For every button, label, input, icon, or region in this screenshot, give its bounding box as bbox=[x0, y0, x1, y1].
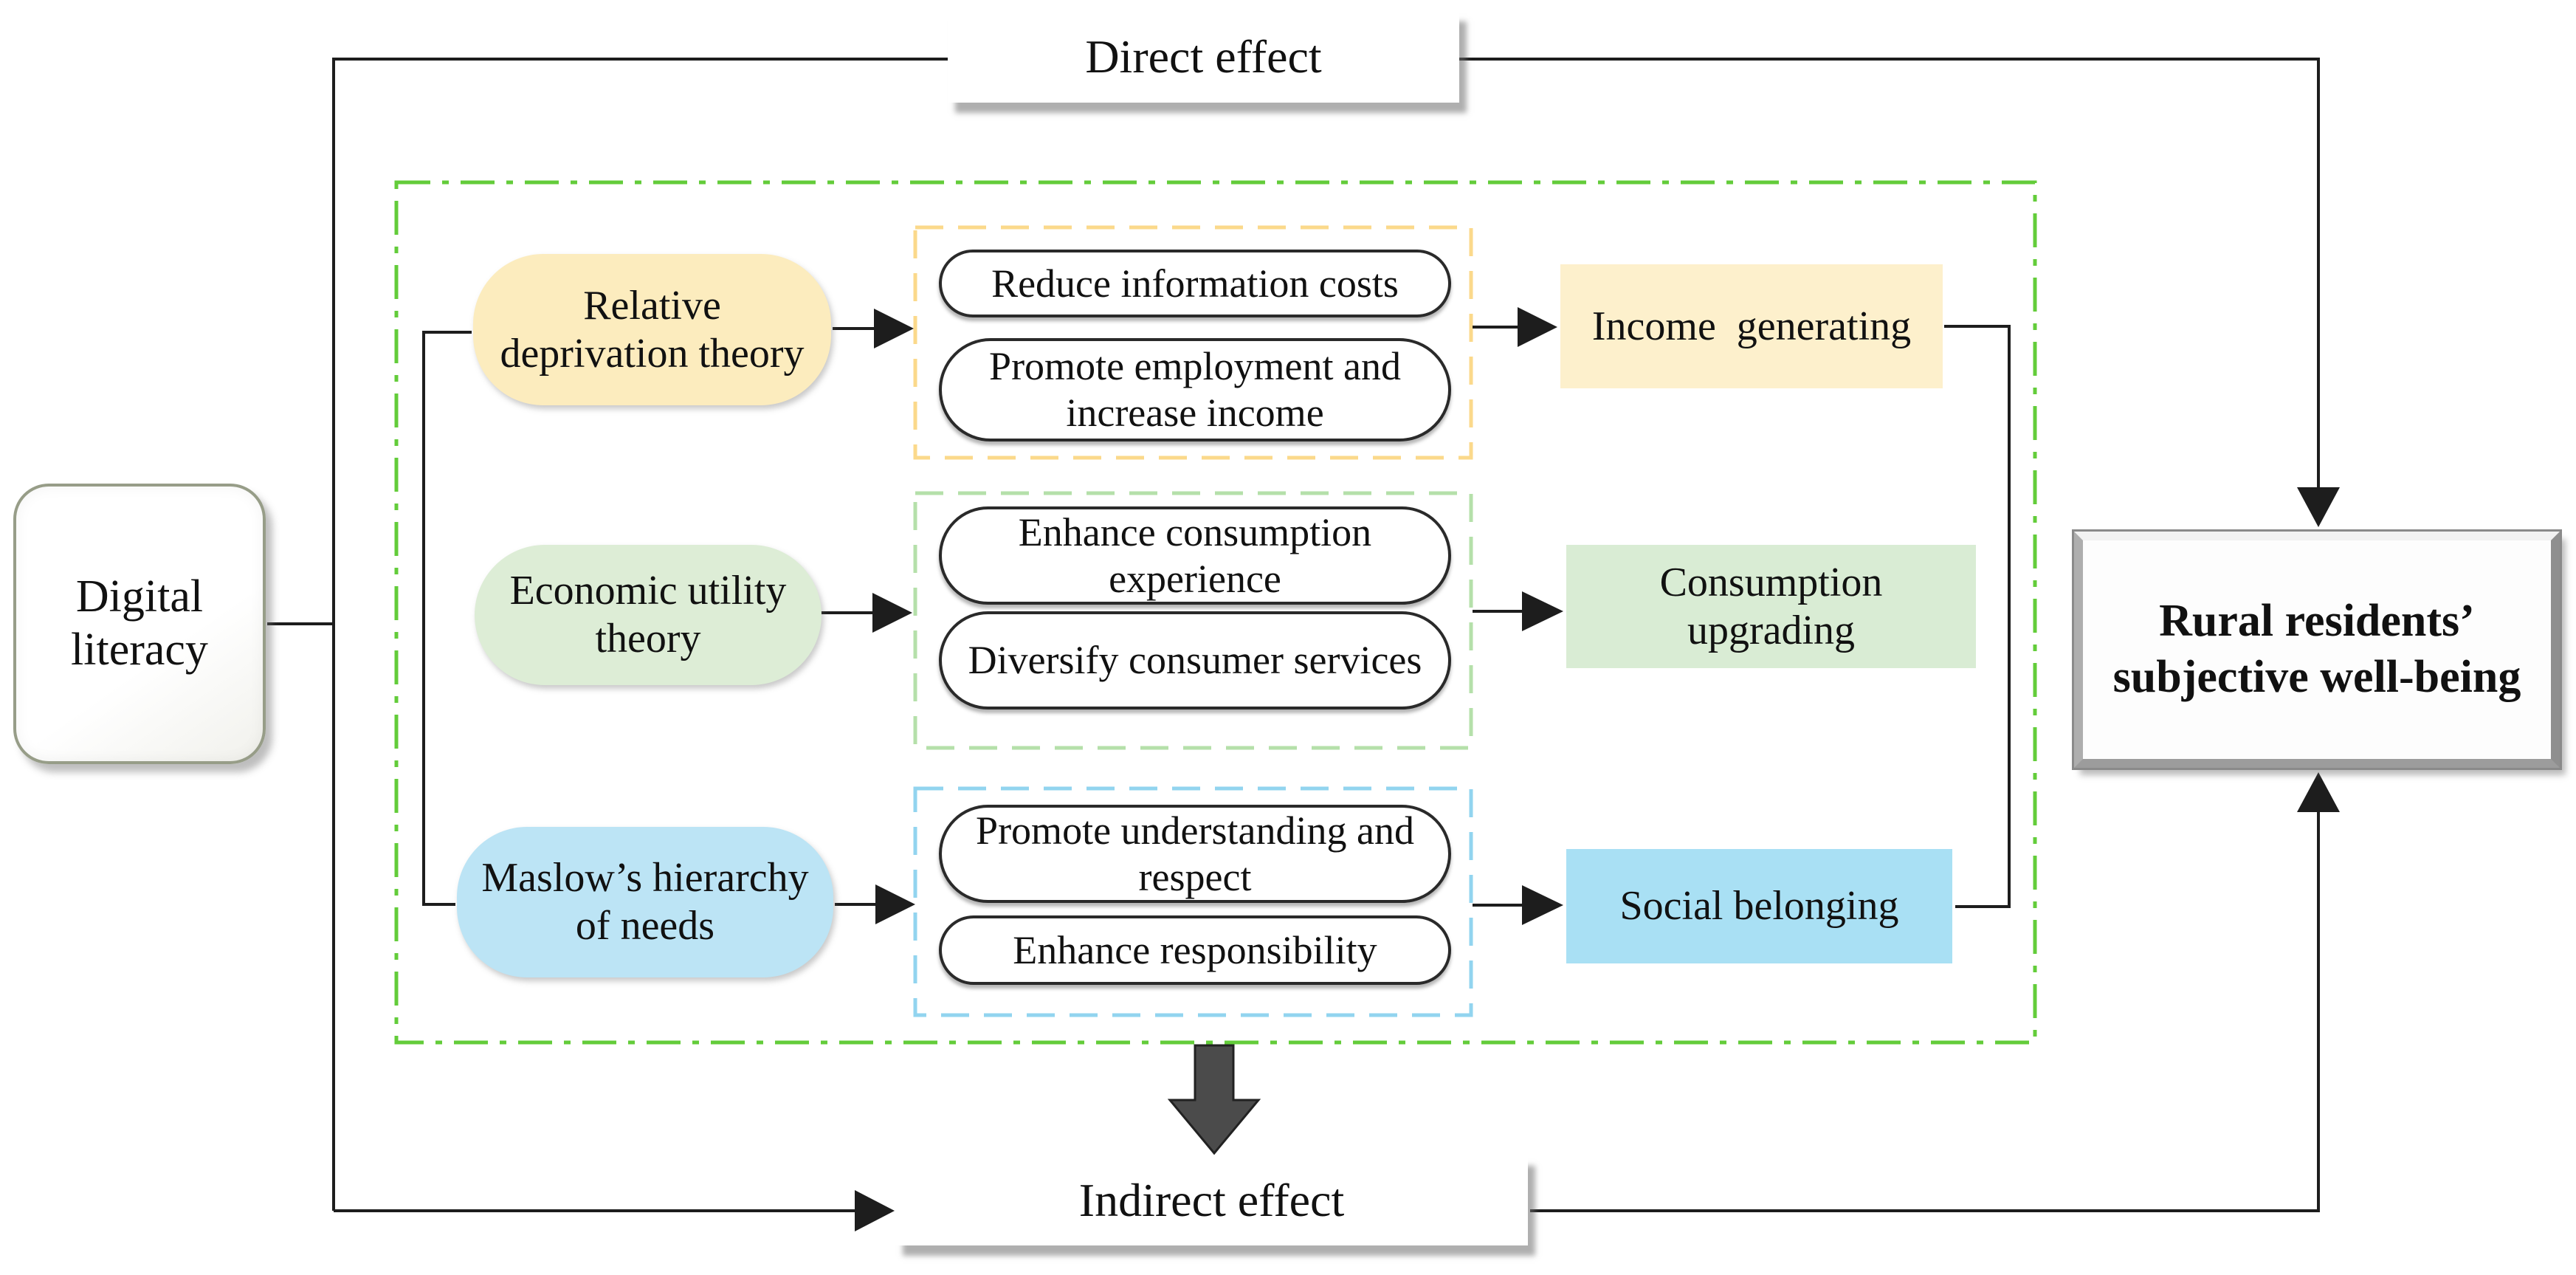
rural-wellbeing-box: Rural residents’ subjective well-being bbox=[2074, 532, 2560, 768]
arrowhead-theory3-to-group3 bbox=[875, 884, 915, 924]
theory-economic-utility: Economic utility theory bbox=[475, 545, 822, 685]
arrowhead-group2-to-consumption bbox=[1522, 591, 1563, 631]
outcome-income-generating-label: Income generating bbox=[1591, 303, 1912, 349]
arrowhead-into-indirect-box bbox=[855, 1190, 895, 1231]
arrowhead-up-into-outcome bbox=[2297, 772, 2340, 812]
mediator-promote-understanding-respect-label: Promote understanding and respect bbox=[976, 808, 1414, 899]
direct-effect-label: Direct effect bbox=[1085, 30, 1322, 83]
theory-maslow-hierarchy: Maslow’s hierarchy of needs bbox=[457, 827, 833, 977]
outcome-social-belonging: Social belonging bbox=[1566, 849, 1952, 963]
theories-bracket bbox=[422, 331, 472, 906]
income-mediators-group-border bbox=[913, 225, 1473, 460]
mediator-diversify-consumer-services: Diversify consumer services bbox=[939, 611, 1451, 709]
theory-economic-utility-label: Economic utility theory bbox=[509, 568, 787, 661]
outcome-social-belonging-label: Social belonging bbox=[1619, 883, 1899, 929]
mediator-promote-employment: Promote employment and increase income bbox=[939, 338, 1451, 441]
rural-wellbeing-label: Rural residents’ subjective well-being bbox=[2112, 596, 2521, 702]
digital-literacy-label: Digital literacy bbox=[71, 571, 208, 675]
outcome-consumption-upgrading-label: Consumption upgrading bbox=[1659, 559, 1883, 653]
mediator-reduce-information-costs: Reduce information costs bbox=[939, 250, 1451, 317]
arrowhead-theory2-to-group2 bbox=[872, 593, 912, 633]
mediator-enhance-responsibility-label: Enhance responsibility bbox=[1013, 927, 1377, 972]
outcome-income-generating: Income generating bbox=[1560, 264, 1943, 388]
mediator-enhance-consumption-experience: Enhance consumption experience bbox=[939, 506, 1451, 605]
indirect-effect-label: Indirect effect bbox=[1078, 1173, 1345, 1226]
theory-maslow-hierarchy-label: Maslow’s hierarchy of needs bbox=[481, 855, 809, 949]
consumption-mediators-group-border bbox=[913, 491, 1473, 750]
indirect-effect-path-right bbox=[1530, 812, 2320, 1212]
mediator-diversify-consumer-services-label: Diversify consumer services bbox=[968, 638, 1422, 683]
theory-relative-deprivation: Relative deprivation theory bbox=[473, 254, 831, 405]
mediator-reduce-information-costs-label: Reduce information costs bbox=[991, 261, 1399, 306]
outcome-consumption-upgrading: Consumption upgrading bbox=[1566, 545, 1976, 668]
mediation-container-border bbox=[394, 180, 2037, 1045]
arrowhead-group1-to-income bbox=[1518, 307, 1557, 347]
indirect-effect-box: Indirect effect bbox=[895, 1155, 1528, 1245]
block-arrow-indirect-effect bbox=[1167, 1044, 1261, 1155]
social-mediators-group-border bbox=[913, 786, 1473, 1017]
theory-relative-deprivation-label: Relative deprivation theory bbox=[500, 282, 805, 377]
arrowhead-group3-to-social bbox=[1522, 885, 1563, 925]
direct-effect-box: Direct effect bbox=[948, 11, 1459, 103]
mediator-enhance-consumption-experience-label: Enhance consumption experience bbox=[1018, 509, 1372, 601]
mediator-promote-understanding-respect: Promote understanding and respect bbox=[939, 805, 1451, 903]
mediator-enhance-responsibility: Enhance responsibility bbox=[939, 915, 1451, 985]
arrowhead-theory1-to-group1 bbox=[874, 309, 914, 348]
mediator-promote-employment-label: Promote employment and increase income bbox=[989, 344, 1401, 435]
arrowhead-down-into-outcome bbox=[2297, 487, 2340, 527]
digital-literacy-box: Digital literacy bbox=[13, 484, 266, 764]
outcomes-bracket bbox=[1944, 325, 2011, 908]
